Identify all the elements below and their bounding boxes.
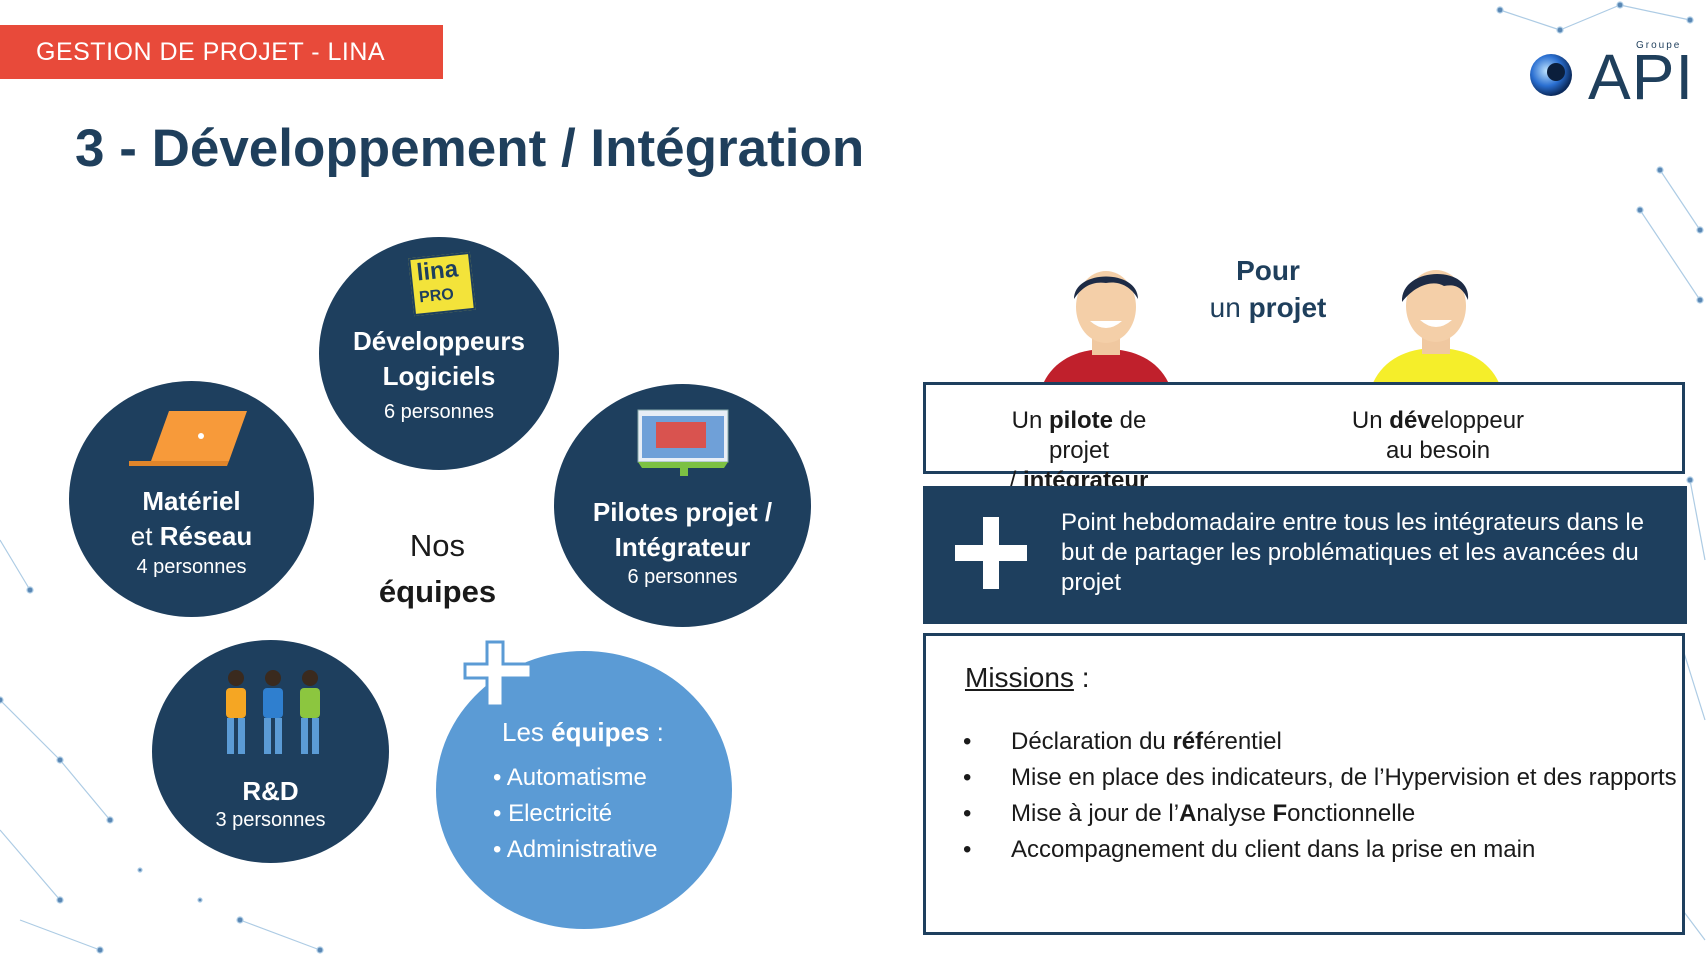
missions-list: Déclaration du référentiel Mise en place… [963, 724, 1677, 868]
extra-teams-heading: Les équipes : [502, 717, 664, 747]
team-pilot-name-1: Pilotes projet / [592, 497, 773, 527]
extra-teams-circle: Les équipes : Automatisme Electricité Ad… [436, 651, 732, 929]
plus-outline-icon [463, 640, 533, 708]
laptop-icon [129, 411, 247, 466]
team-hw-circle: Matériel et Réseau 4 personnes [69, 381, 314, 617]
nos-equipes-label: Nos équipes [378, 528, 497, 609]
team-pilot-count: 6 personnes [627, 566, 738, 588]
api-logo-icon [1530, 54, 1572, 96]
slide-title: 3 - Développement / Intégration [75, 119, 865, 178]
team-rd-name: R&D [242, 776, 299, 806]
lina-pro-logo: lina PRO [408, 251, 476, 317]
list-item: Electricité [493, 796, 657, 832]
team-pilot-circle: Pilotes projet / Intégrateur 6 personnes [554, 384, 811, 627]
pour-un-projet: Pour un projet [1209, 255, 1327, 323]
list-item: Administrative [493, 832, 658, 868]
logo-wordmark: API [1588, 41, 1695, 113]
team-hw-name-1: Matériel [142, 486, 241, 516]
team-dev-count: 6 personnes [383, 401, 495, 423]
role-pilot: Un pilote de projet / intégrateur [1009, 407, 1149, 494]
team-dev-circle: lina PRO Développeurs Logiciels 6 person… [319, 237, 559, 470]
role-developer: Un développeur au besoin [1351, 407, 1525, 464]
list-item: Accompagnement du client dans la prise e… [963, 832, 1677, 868]
team-hw-name-2: et Réseau [130, 521, 253, 551]
team-rd-count: 3 personnes [215, 809, 326, 831]
list-item: Mise en place des indicateurs, de l’Hype… [963, 760, 1677, 796]
team-rd-circle: R&D 3 personnes [152, 640, 389, 863]
team-dev-name-2: Logiciels [382, 361, 496, 391]
list-item: Automatisme [493, 760, 657, 796]
missions-box: Missions : Déclaration du référentiel Mi… [923, 633, 1685, 935]
extra-teams-list: Automatisme Electricité Administrative [493, 760, 658, 868]
list-item: Mise à jour de l’Analyse Fonctionnelle [963, 796, 1677, 832]
people-icon [226, 670, 320, 754]
team-dev-name-1: Développeurs [353, 326, 525, 356]
roles-box: Un pilote de projet / intégrateur Un dév… [923, 382, 1685, 494]
section-tag: GESTION DE PROJET - LINA [0, 25, 443, 79]
team-pilot-name-2: Intégrateur [614, 532, 751, 562]
list-item: Déclaration du référentiel [963, 724, 1677, 760]
plus-icon [955, 517, 1027, 589]
missions-heading: Missions : [965, 662, 1090, 693]
logo-group-label: Groupe [1636, 40, 1682, 51]
monitor-icon [637, 409, 729, 476]
team-hw-count: 4 personnes [136, 556, 247, 578]
weekly-meeting-box: Point hebdomadaire entre tous les intégr… [923, 486, 1687, 624]
weekly-meeting-text: Point hebdomadaire entre tous les intégr… [1061, 509, 1645, 596]
